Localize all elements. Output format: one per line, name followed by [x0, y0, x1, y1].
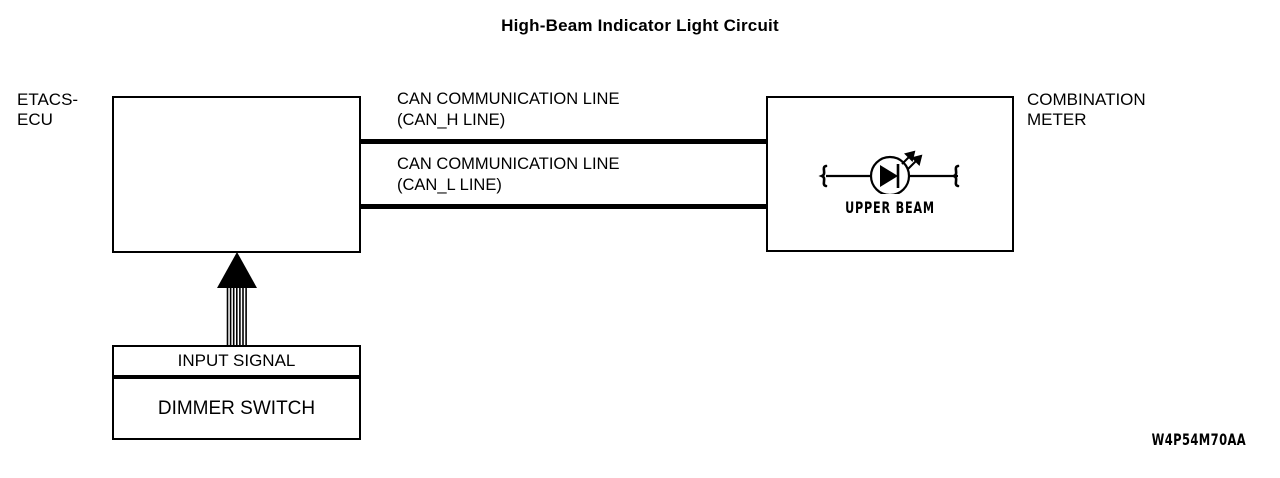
combination-meter-label: COMBINATION METER — [1027, 90, 1146, 130]
can-l-caption-line1: CAN COMMUNICATION LINE — [397, 155, 620, 173]
can-h-caption-line1: CAN COMMUNICATION LINE — [397, 90, 620, 108]
input-signal-box: INPUT SIGNAL — [112, 345, 361, 377]
can-l-caption-line2: (CAN_L LINE) — [397, 176, 502, 194]
page-title: High-Beam Indicator Light Circuit — [501, 16, 779, 35]
combination-meter-label-line2: METER — [1027, 110, 1087, 129]
can-h-caption: CAN COMMUNICATION LINE (CAN_H LINE) — [397, 89, 619, 131]
etacs-ecu-label-line1: ETACS- — [17, 90, 79, 109]
combination-meter-label-line1: COMBINATION — [1027, 90, 1146, 109]
striped-up-arrow-icon — [216, 252, 258, 346]
can-l-caption: CAN COMMUNICATION LINE (CAN_L LINE) — [397, 154, 619, 196]
can-l-line — [361, 204, 767, 209]
can-h-line — [361, 139, 767, 144]
part-code: W4P54M70AA — [1151, 430, 1246, 449]
etacs-ecu-box — [112, 96, 361, 253]
etacs-ecu-label-line2: ECU — [17, 110, 53, 129]
led-upper-beam-icon — [818, 148, 966, 197]
input-signal-label: INPUT SIGNAL — [177, 351, 296, 370]
upper-beam-label: UPPER BEAM — [845, 198, 935, 217]
dimmer-switch-label: DIMMER SWITCH — [157, 397, 316, 419]
can-h-caption-line2: (CAN_H LINE) — [397, 111, 506, 129]
dimmer-switch-box: DIMMER SWITCH — [112, 377, 361, 440]
etacs-ecu-label: ETACS- ECU — [17, 90, 78, 130]
